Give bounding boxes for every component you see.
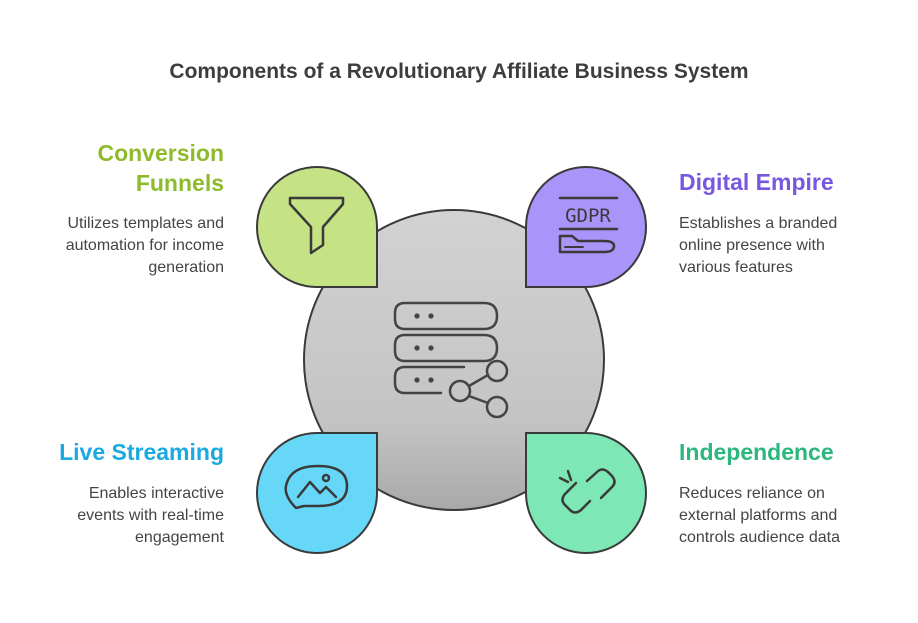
- server-share-icon: [393, 301, 509, 419]
- broken-link-icon: [558, 468, 616, 514]
- live-streaming-label: Live Streaming: [59, 439, 224, 465]
- gdpr-icon: GDPR: [558, 196, 619, 254]
- petal-digital-empire: [525, 166, 647, 288]
- digital-empire-description: Establishes a branded online presence wi…: [679, 215, 838, 276]
- server-dots: [414, 313, 434, 383]
- independence-label: Independence: [679, 439, 834, 465]
- funnel-icon: [288, 196, 345, 255]
- conversion-funnels-label: Conversion Funnels: [97, 140, 224, 196]
- petal-live-streaming: [256, 432, 378, 554]
- gdpr-icon-text: GDPR: [565, 205, 611, 227]
- chat-image-icon: [284, 464, 349, 510]
- diagram-title: Components of a Revolutionary Affiliate …: [169, 60, 749, 83]
- digital-empire-label: Digital Empire: [679, 169, 834, 195]
- petal-conversion-funnels: [256, 166, 378, 288]
- live-streaming-description: Enables interactive events with real-tim…: [77, 485, 224, 546]
- independence-description: Reduces reliance on external platforms a…: [679, 485, 840, 546]
- conversion-funnels-description: Utilizes templates and automation for in…: [65, 215, 224, 276]
- petal-independence: [525, 432, 647, 554]
